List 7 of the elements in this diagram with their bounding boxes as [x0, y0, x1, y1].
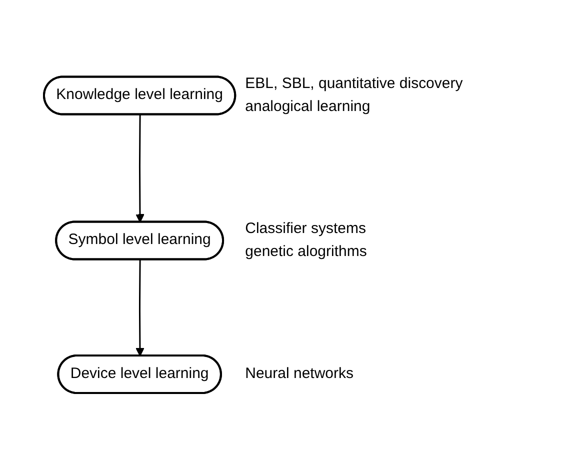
- arrow: [136, 259, 144, 356]
- arrow: [136, 114, 145, 222]
- node-label: genetic alogrithms: [245, 242, 367, 260]
- node-label: Neural networks: [245, 364, 354, 382]
- node-label: Classifier systems: [245, 220, 366, 237]
- node-label: EBL, SBL, quantitative discovery: [245, 74, 463, 92]
- node-label: analogical learning: [245, 97, 370, 114]
